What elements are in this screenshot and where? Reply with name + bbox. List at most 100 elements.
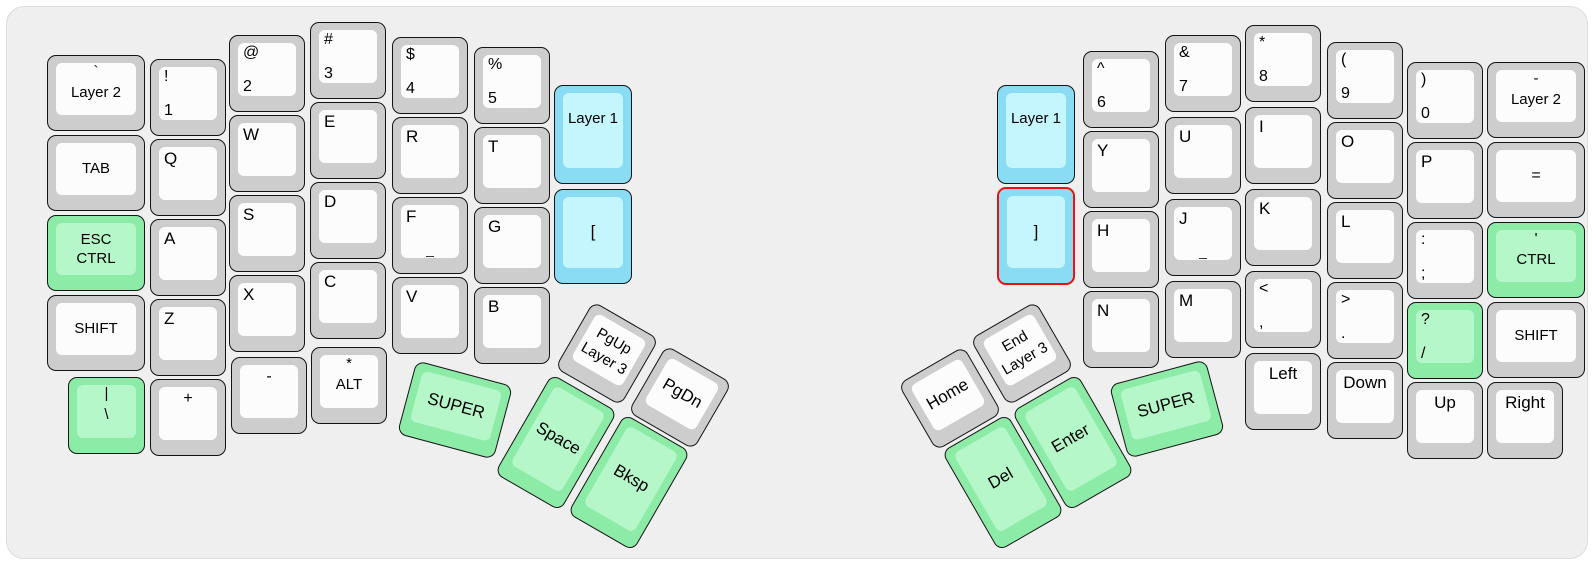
key-super-left-cap: SUPER — [409, 370, 503, 442]
key-o-cap: O — [1336, 130, 1394, 183]
key-f[interactable]: F_ — [392, 197, 468, 274]
key-m-cap: M — [1174, 289, 1232, 342]
key-rbracket-label: ] — [1007, 196, 1065, 268]
key-q[interactable]: Q — [150, 139, 226, 216]
key-h-cap: H — [1092, 219, 1150, 272]
key-y[interactable]: Y — [1083, 131, 1159, 208]
key-home-label-line: Home — [923, 374, 973, 415]
key-u-cap: U — [1174, 125, 1232, 178]
key-period-label: . — [1341, 325, 1346, 342]
key-quote-ctrl-cap: 'CTRL — [1496, 230, 1576, 282]
key-e-cap: E — [319, 110, 377, 163]
key-space-label-line: Space — [532, 418, 584, 459]
key-9[interactable]: (9 — [1327, 42, 1403, 119]
key-comma[interactable]: <, — [1245, 271, 1321, 348]
key-h[interactable]: H — [1083, 211, 1159, 288]
key-1[interactable]: !1 — [150, 59, 226, 136]
key-3[interactable]: #3 — [310, 22, 386, 99]
key-layer1-left[interactable]: Layer 1 — [554, 85, 632, 184]
key-r[interactable]: R — [392, 117, 468, 194]
key-v[interactable]: V — [392, 277, 468, 354]
key-super-right[interactable]: SUPER — [1108, 359, 1226, 459]
key-2[interactable]: @2 — [229, 35, 305, 112]
key-6-cap: ^6 — [1092, 59, 1150, 112]
key-4[interactable]: $4 — [392, 37, 468, 114]
key-p[interactable]: P — [1407, 142, 1483, 219]
key-slash[interactable]: ?/ — [1407, 302, 1483, 379]
key-0[interactable]: )0 — [1407, 62, 1483, 139]
key-6-label: 6 — [1097, 94, 1106, 111]
key-q-cap: Q — [159, 147, 217, 200]
key-d[interactable]: D — [310, 182, 386, 259]
key-minus-left-cap: - — [240, 365, 298, 418]
key-7-cap: &7 — [1174, 43, 1232, 96]
key-shift-right-cap: SHIFT — [1496, 310, 1576, 362]
key-e[interactable]: E — [310, 102, 386, 179]
key-grave-layer2[interactable]: `Layer 2 — [47, 55, 145, 131]
key-arrow-left-label: Left — [1268, 364, 1298, 383]
key-k[interactable]: K — [1245, 189, 1321, 266]
key-r-label: R — [406, 127, 419, 146]
key-z[interactable]: Z — [150, 299, 226, 376]
key-minus-left[interactable]: - — [231, 357, 307, 434]
key-6[interactable]: ^6 — [1083, 51, 1159, 128]
key-slash-label: ? — [1421, 311, 1430, 328]
key-arrow-right[interactable]: Right — [1487, 382, 1563, 459]
key-4-label: 4 — [406, 80, 415, 97]
key-lbracket[interactable]: [ — [554, 189, 632, 284]
key-t[interactable]: T — [474, 127, 550, 204]
key-p-cap: P — [1416, 150, 1474, 203]
key-quote-ctrl[interactable]: 'CTRL — [1487, 222, 1585, 298]
key-e-label: E — [324, 112, 336, 131]
key-rbracket[interactable]: ] — [997, 187, 1075, 285]
key-q-label: Q — [164, 149, 178, 168]
key-1-label: ! — [164, 68, 169, 85]
key-r-cap: R — [401, 125, 459, 178]
key-rbracket-cap: ] — [1007, 196, 1065, 268]
key-7-label: & — [1179, 44, 1190, 61]
key-m[interactable]: M — [1165, 281, 1241, 358]
key-c[interactable]: C — [310, 262, 386, 339]
key-u[interactable]: U — [1165, 117, 1241, 194]
key-o[interactable]: O — [1327, 122, 1403, 199]
key-b-label: B — [488, 297, 500, 316]
key-period[interactable]: >. — [1327, 282, 1403, 359]
key-x[interactable]: X — [229, 275, 305, 352]
key-plus-label: + — [183, 390, 193, 407]
key-tab[interactable]: TAB — [47, 135, 145, 211]
key-i[interactable]: I — [1245, 107, 1321, 184]
key-layer1-left-label: Layer 1 — [567, 110, 619, 127]
key-plus[interactable]: + — [150, 379, 226, 456]
key-semicolon[interactable]: :; — [1407, 222, 1483, 299]
key-s[interactable]: S — [229, 195, 305, 272]
key-n[interactable]: N — [1083, 291, 1159, 368]
key-arrow-up[interactable]: Up — [1407, 382, 1483, 459]
key-period-label: > — [1341, 291, 1351, 308]
key-alt[interactable]: *ALT — [311, 347, 387, 424]
key-h-label: H — [1097, 221, 1110, 240]
key-shift-right[interactable]: SHIFT — [1487, 302, 1585, 378]
key-equals[interactable]: = — [1487, 142, 1585, 218]
key-minus-layer2-cap: -Layer 2 — [1496, 70, 1576, 122]
key-5[interactable]: %5 — [474, 47, 550, 124]
key-w[interactable]: W — [229, 115, 305, 192]
key-pipe-backslash[interactable]: |\ — [68, 377, 145, 454]
key-arrow-left[interactable]: Left — [1245, 353, 1321, 430]
key-8[interactable]: *8 — [1245, 25, 1321, 102]
key-layer1-right[interactable]: Layer 1 — [997, 85, 1075, 184]
key-y-cap: Y — [1092, 139, 1150, 192]
key-arrow-down[interactable]: Down — [1327, 362, 1403, 439]
key-super-left[interactable]: SUPER — [396, 360, 514, 460]
key-7[interactable]: &7 — [1165, 35, 1241, 112]
key-shift-left[interactable]: SHIFT — [47, 295, 145, 371]
key-grave-layer2-label: ` — [93, 63, 99, 80]
key-j[interactable]: J_ — [1165, 199, 1241, 276]
key-g[interactable]: G — [474, 207, 550, 284]
key-minus-layer2[interactable]: -Layer 2 — [1487, 62, 1585, 138]
key-b[interactable]: B — [474, 287, 550, 364]
key-a[interactable]: A — [150, 219, 226, 296]
key-l[interactable]: L — [1327, 202, 1403, 279]
